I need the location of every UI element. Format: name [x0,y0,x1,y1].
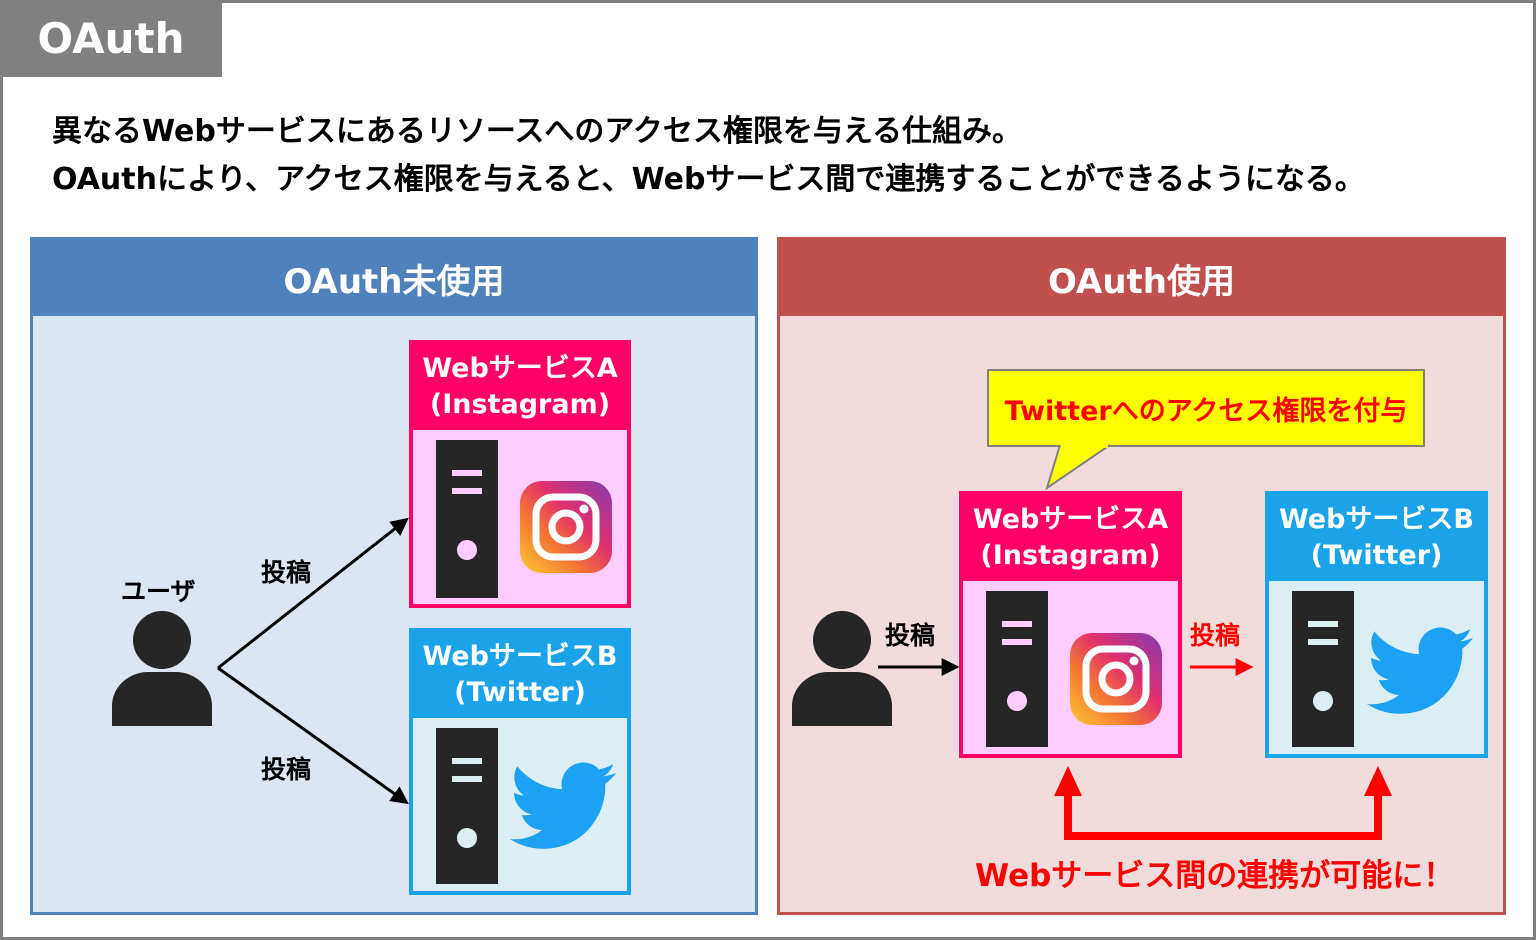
right-service-a-box: WebサービスA (Instagram) [959,491,1182,758]
panel-without-oauth-title: OAuth未使用 [33,240,755,316]
permission-bubble: Twitterへのアクセス権限を付与 [987,369,1425,447]
post-label-user: 投稿 [885,621,936,650]
description-line-2: OAuthにより、アクセス権限を与えると、Webサービス間で連携することができる… [52,162,1365,197]
twitter-bird-icon [1367,627,1474,714]
right-service-b-sub: (Twitter) [1310,540,1443,571]
diagram-title: OAuth [0,0,222,77]
arrow-icon [217,517,409,670]
integration-result: Webサービス間の連携が可能に！ [975,858,1455,894]
server-icon [436,440,498,598]
instagram-icon [1070,633,1162,725]
user-icon [792,611,892,726]
right-service-b-box: WebサービスB (Twitter) [1265,491,1488,758]
user-icon [112,611,212,726]
left-service-a-sub: (Instagram) [429,389,611,420]
arrow-icon [217,666,409,805]
right-service-b-header: WebサービスB (Twitter) [1269,495,1484,581]
right-service-b-name: WebサービスB [1278,504,1475,535]
left-service-b-sub: (Twitter) [454,677,586,708]
post-label-top: 投稿 [261,558,312,587]
left-service-a-box: WebサービスA (Instagram) [409,340,631,608]
server-icon [1292,591,1354,747]
left-service-a-header: WebサービスA (Instagram) [413,344,627,430]
description-line-1: 異なるWebサービスにあるリソースへのアクセス権限を与える仕組み。 [52,114,1022,149]
left-service-b-header: WebサービスB (Twitter) [413,632,627,718]
panel-with-oauth-title: OAuth使用 [780,240,1503,316]
instagram-icon [520,481,612,573]
post-label-service: 投稿 [1190,621,1241,650]
bubble-tail [1045,444,1111,491]
server-icon [436,728,498,884]
user-label: ユーザ [121,577,196,606]
left-service-b-box: WebサービスB (Twitter) [409,628,631,895]
twitter-bird-icon [510,762,617,849]
right-service-a-header: WebサービスA (Instagram) [963,495,1178,581]
integration-bracket [1054,766,1392,840]
post-label-bottom: 投稿 [261,755,312,784]
right-service-a-name: WebサービスA [972,504,1169,535]
left-service-b-name: WebサービスB [422,641,618,672]
left-service-a-name: WebサービスA [422,353,618,384]
right-service-a-sub: (Instagram) [980,540,1161,571]
server-icon [986,591,1048,747]
